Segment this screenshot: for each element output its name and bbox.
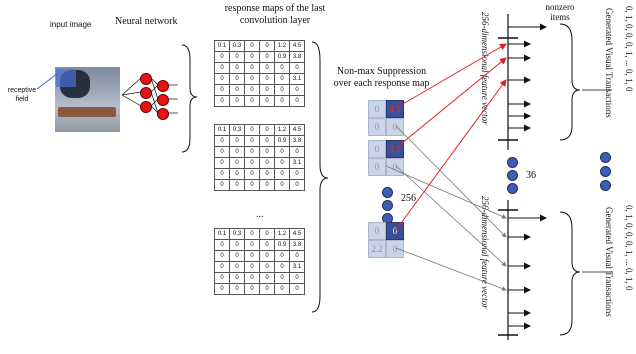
output-arrows xyxy=(508,214,547,330)
nms-label: Non-max Suppression over each response m… xyxy=(333,66,430,89)
response-map-cell: 0 xyxy=(289,168,305,180)
response-map-cell: 0 xyxy=(289,95,305,107)
input-image-label: input image xyxy=(50,20,92,29)
ellipsis-dot xyxy=(507,170,518,181)
count-256-label: 256 xyxy=(401,193,416,204)
ellipsis-dot xyxy=(507,157,518,168)
network-node xyxy=(157,80,169,92)
network-node xyxy=(157,108,169,120)
receptive-field-box xyxy=(56,69,76,87)
nms-cell: 0 xyxy=(386,240,404,258)
nms-cell: 2.2 xyxy=(368,240,386,258)
ellipsis-dot xyxy=(600,166,611,177)
response-map-cell: 0 xyxy=(289,272,305,284)
response-map-cell: 0 xyxy=(244,179,260,191)
count-36-label: 36 xyxy=(526,170,536,181)
ellipsis-dot xyxy=(382,187,393,198)
nms-cell: 0 xyxy=(386,118,404,136)
response-map-cell: 0 xyxy=(244,283,260,295)
brace-left xyxy=(181,44,198,153)
ellipsis-dot xyxy=(507,183,518,194)
response-map-cell: 0 xyxy=(289,283,305,295)
response-map-cell: 0 xyxy=(259,179,275,191)
network-edges xyxy=(121,77,178,114)
response-map-cell: 3.1 xyxy=(289,157,305,169)
receptive-field-label: receptive field xyxy=(7,87,37,103)
nms-cell: 0 xyxy=(368,222,386,240)
nms-max-cell: 0 xyxy=(386,222,404,240)
response-map-cell: 3.8 xyxy=(289,239,305,251)
response-map-cell: 4.5 xyxy=(289,40,305,52)
nms-cell: 0 xyxy=(368,100,386,118)
brace-right xyxy=(311,41,329,313)
nms-cell: 0 xyxy=(368,140,386,158)
input-image xyxy=(55,67,120,132)
response-maps-label: response maps of the last convolution la… xyxy=(224,3,326,26)
nms-cell: 0 xyxy=(368,158,386,176)
nms-cell: 0 xyxy=(368,118,386,136)
output-arrows xyxy=(508,23,547,132)
maps-ellipsis: ... xyxy=(256,209,264,220)
network-node xyxy=(140,101,152,113)
red-arrows xyxy=(395,43,507,231)
response-map-cell: 0 xyxy=(244,95,260,107)
ellipsis-dot xyxy=(600,152,611,163)
ellipsis-dot xyxy=(382,200,393,211)
network-node xyxy=(157,94,169,106)
response-map-cell: 0 xyxy=(289,179,305,191)
ellipsis-dot xyxy=(600,180,611,191)
neural-network-label: Neural network xyxy=(115,16,178,27)
nms-max-cell: 4.5 xyxy=(386,100,404,118)
brace-transactions xyxy=(559,23,581,141)
nonzero-items-label: nonzero items xyxy=(545,2,575,22)
grey-arrows xyxy=(385,125,507,291)
ship-shape xyxy=(58,107,116,117)
brace-transactions xyxy=(559,211,581,336)
receptive-field-pointer xyxy=(36,73,58,90)
